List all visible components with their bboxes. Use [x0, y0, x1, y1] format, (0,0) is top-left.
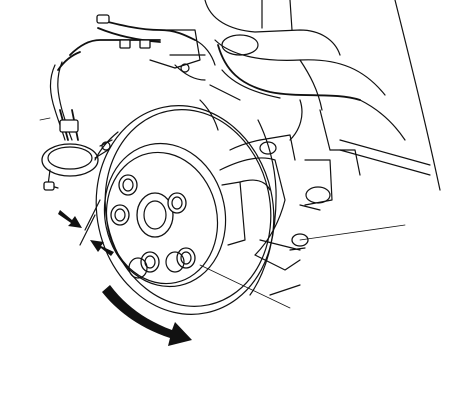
misc-structure: [79, 84, 301, 296]
lug-nut: [118, 174, 138, 196]
lug-nut: [110, 204, 130, 226]
brake-caliper: [219, 134, 309, 271]
leader-line: [199, 264, 291, 309]
leader-line: [299, 224, 406, 241]
leader-line: [39, 117, 51, 121]
lug-nut: [140, 251, 160, 273]
sensor-wire-harness: [49, 14, 216, 141]
dial-indicator: [41, 109, 113, 191]
axial-arrow-forward: [90, 240, 114, 256]
rotation-arrow: [102, 285, 192, 346]
hub-and-lug-nuts: [110, 174, 196, 279]
motion-arrows: [58, 210, 192, 346]
leader-lines: [39, 117, 406, 309]
lug-nut: [167, 192, 187, 214]
lug-nut: [176, 247, 196, 269]
suspension-assembly: [204, 0, 441, 211]
axial-arrow-back: [58, 210, 82, 228]
